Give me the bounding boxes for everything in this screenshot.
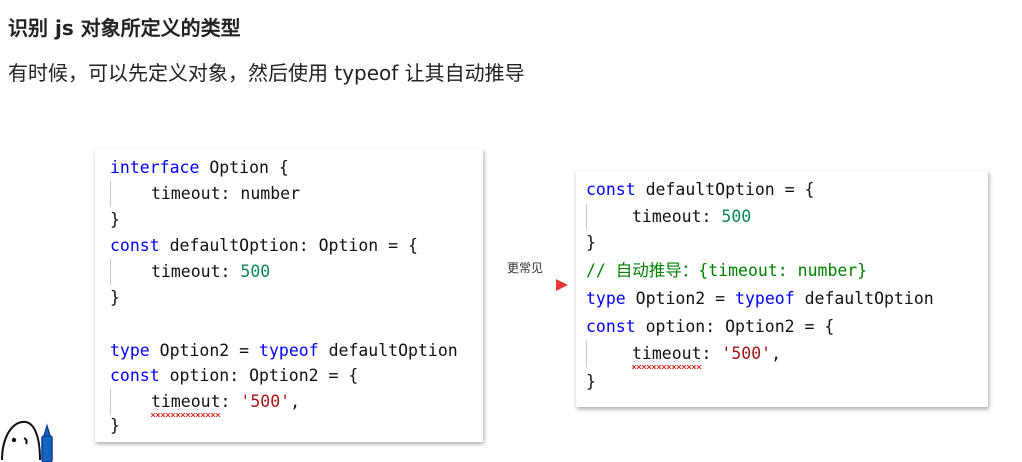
code-line: const option: Option2 = { — [586, 314, 834, 340]
code-text: Option2 = — [625, 289, 736, 308]
code-text: timeout: — [151, 262, 241, 281]
code-line: const option: Option2 = { — [110, 363, 358, 389]
code-line: timeout: 500 — [632, 204, 751, 230]
code-text: defaultOption: Option = { — [159, 236, 418, 255]
keyword: type — [110, 341, 150, 360]
indent-guide — [586, 204, 587, 230]
code-text: : — [701, 344, 722, 363]
code-text: defaultOption — [794, 289, 934, 308]
left-code-block: interface Option { timeout: number } con… — [95, 149, 483, 442]
code-text: option: Option2 = { — [159, 366, 359, 385]
mascot-doodle-icon — [1, 420, 53, 462]
code-line-error: timeout: '500', — [151, 389, 300, 415]
number-literal: 500 — [721, 207, 752, 226]
code-text: } — [110, 210, 120, 229]
code-line: } — [110, 413, 120, 439]
code-line: } — [110, 285, 120, 311]
code-text: : — [220, 392, 241, 411]
string-literal: '500' — [721, 344, 772, 363]
code-line: } — [586, 230, 596, 256]
indent-guide — [110, 259, 111, 285]
keyword: typeof — [735, 289, 795, 308]
code-text: , — [771, 344, 782, 363]
right-arrow-icon — [494, 279, 568, 291]
code-text: } — [586, 372, 596, 391]
code-line: type Option2 = typeof defaultOption — [110, 338, 458, 364]
code-text: timeout: number — [151, 184, 301, 203]
error-property: timeout — [151, 392, 221, 411]
code-text: timeout: — [632, 207, 722, 226]
keyword: const — [110, 236, 160, 255]
keyword: typeof — [259, 341, 319, 360]
code-text: Option2 = — [149, 341, 260, 360]
code-text: option: Option2 = { — [635, 317, 835, 336]
right-code-block: const defaultOption = { timeout: 500 } /… — [576, 171, 988, 407]
keyword: const — [110, 366, 160, 385]
error-squiggle — [632, 365, 702, 369]
indent-guide — [586, 341, 587, 367]
code-text: } — [110, 288, 120, 307]
code-line: interface Option { — [110, 155, 289, 181]
keyword: interface — [110, 158, 200, 177]
code-line: const defaultOption: Option = { — [110, 233, 418, 259]
code-line: const defaultOption = { — [586, 177, 814, 203]
section-title: 识别 js 对象所定义的类型 — [8, 16, 241, 40]
comment-text: // 自动推导：{timeout: number} — [586, 261, 868, 280]
error-squiggle — [151, 413, 221, 417]
code-line: timeout: number — [151, 181, 300, 207]
code-comment: // 自动推导：{timeout: number} — [586, 258, 867, 284]
keyword: type — [586, 289, 626, 308]
code-text: } — [110, 416, 120, 435]
number-literal: 500 — [240, 262, 271, 281]
code-text: , — [290, 392, 301, 411]
keyword: const — [586, 180, 636, 199]
indent-guide — [110, 181, 111, 207]
indent-guide — [110, 389, 111, 415]
code-line: } — [110, 207, 120, 233]
code-text: defaultOption — [318, 341, 458, 360]
section-description: 有时候，可以先定义对象，然后使用 typeof 让其自动推导 — [8, 61, 525, 85]
string-literal: '500' — [240, 392, 291, 411]
code-text: } — [586, 233, 596, 252]
code-line: type Option2 = typeof defaultOption — [586, 286, 934, 312]
code-text: Option { — [199, 158, 289, 177]
code-line: } — [586, 369, 596, 395]
error-property: timeout — [632, 344, 702, 363]
code-text: defaultOption = { — [635, 180, 815, 199]
keyword: const — [586, 317, 636, 336]
code-line-error: timeout: '500', — [632, 341, 781, 367]
code-line: timeout: 500 — [151, 259, 270, 285]
arrow-label: 更常见 — [507, 261, 544, 275]
